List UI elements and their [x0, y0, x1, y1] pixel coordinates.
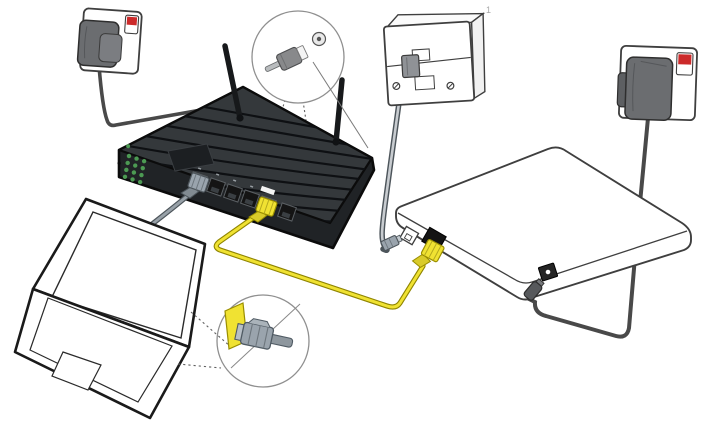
modem-power-cable: [527, 116, 650, 339]
left-socket-switch-red-icon: [126, 16, 138, 26]
ethernet-plug-icon: [234, 318, 294, 350]
callout-leader-line: [312, 61, 369, 149]
router-led-panel: [117, 144, 147, 185]
figure-number: 1: [486, 5, 491, 15]
phone-socket-split-line: [387, 56, 471, 68]
yellow-cable-core: [214, 211, 425, 309]
adapter-top-line: [640, 60, 667, 67]
dashed-pointer-lower: [177, 363, 222, 369]
laptop-trackpad: [51, 351, 102, 391]
lan-port-2: [205, 173, 227, 197]
yellow-ethernet-cable: [213, 210, 426, 310]
ethernet-plug-callout: [177, 294, 310, 388]
dashed-pointer-upper: [190, 311, 232, 348]
grey-ethernet-plug-at-router: [180, 172, 210, 199]
modem-power-cable-line: [527, 116, 650, 339]
laptop-keyboard-area: [29, 297, 173, 403]
router-power-cable-line: [97, 64, 237, 128]
router-power-adapter-flap: [98, 33, 123, 63]
lan-port-4: [239, 185, 261, 209]
status-led-grid-icon: [122, 153, 147, 185]
left-power-socket: [76, 7, 143, 75]
router-antennas: [222, 43, 345, 146]
dc-power-plug-icon: [264, 45, 309, 72]
phone-socket-faceplate: [382, 20, 476, 107]
modem: [395, 146, 692, 301]
right-power-socket: [616, 44, 698, 122]
ethernet-plug-clip: [248, 318, 271, 328]
modem-body: [395, 146, 692, 301]
phone-socket-label-window: [414, 75, 436, 91]
lan-port-3: [222, 179, 244, 203]
adapter-shading: [632, 63, 636, 112]
router-power-cable: [97, 64, 237, 128]
port-number-mark: [197, 167, 202, 170]
adapter-shading: [83, 26, 88, 59]
antenna-right-icon: [333, 77, 345, 145]
screw-slot: [447, 83, 453, 89]
uplink-port: [276, 202, 298, 222]
modem-front-edge: [397, 212, 688, 284]
phone-plug-ridge: [406, 57, 409, 76]
power-plug-callout: [251, 10, 369, 149]
port-number-mark: [215, 173, 220, 176]
laptop-screen: [51, 211, 197, 339]
port-number-mark: [232, 179, 237, 182]
modem-power-adapter: [624, 56, 674, 121]
modem-phone-port: [399, 225, 420, 246]
phone-wall-socket: [382, 12, 486, 107]
laptop-base: [13, 287, 191, 420]
screw-slot: [393, 83, 399, 89]
yellow-ethernet-plug-at-router: [248, 196, 278, 223]
right-socket-switch-red-icon: [678, 54, 692, 65]
antenna-left-base: [236, 114, 244, 122]
port-number-mark: [249, 185, 254, 188]
power-plug-at-modem: [523, 278, 545, 301]
wan-port-label: [260, 185, 276, 196]
dc-power-inlet-pin: [316, 36, 322, 42]
antenna-left-icon: [222, 43, 243, 121]
modem-power-port: [537, 262, 559, 282]
power-led-icon: [126, 144, 131, 149]
router-display-window: [167, 143, 215, 172]
ethernet-plug-ribs: [247, 323, 269, 349]
phone-plug-at-modem: [380, 234, 403, 251]
reset-hole-icon: [117, 161, 121, 165]
phone-plug: [401, 54, 421, 79]
laptop: [13, 197, 207, 420]
antenna-right-base: [332, 138, 340, 146]
router: [117, 85, 376, 250]
yellow-ethernet-plug-at-modem: [411, 239, 445, 268]
